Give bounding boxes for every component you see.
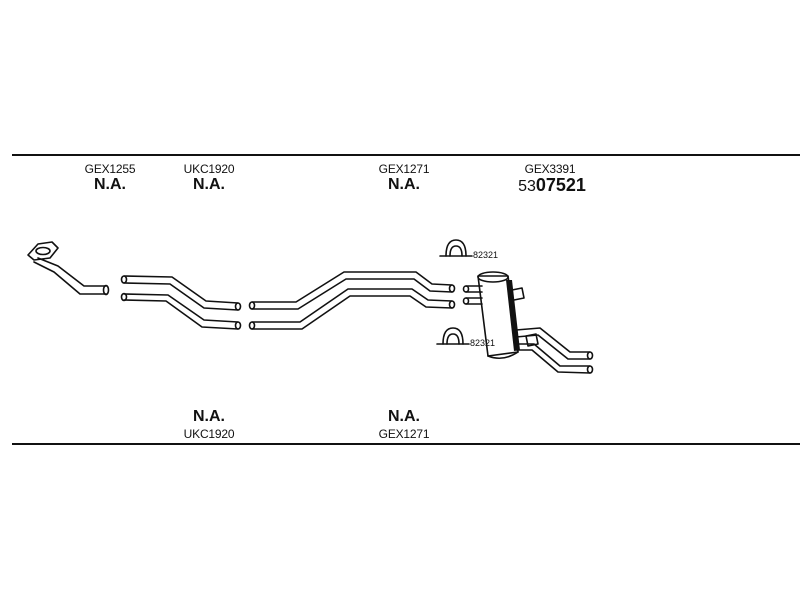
- silencer-shade: [506, 280, 520, 351]
- status-intermediate-pipe-left: N.A.: [193, 176, 225, 193]
- center-pipe-end-lower-left: [248, 321, 256, 330]
- silencer-rear-cap: [487, 351, 519, 360]
- part-code-rear-silencer: GEX3391: [524, 162, 576, 176]
- left-pipe-upper-a: [123, 275, 239, 304]
- clamp-upper-shape: [445, 239, 467, 257]
- front-pipe-tube-upper: [37, 257, 107, 287]
- silencer-front-cap: [477, 271, 509, 283]
- left-pipe-lower-a: [123, 293, 239, 323]
- clamp-lower: [436, 327, 470, 345]
- silencer-tailpipe-lower: [515, 343, 591, 367]
- status-front-pipe: N.A.: [94, 176, 126, 193]
- center-pipe-lower-b: [251, 295, 453, 330]
- silencer-hanger: [511, 287, 525, 301]
- top-divider: [12, 154, 800, 156]
- silencer-inlet-lower: [465, 297, 483, 305]
- front-pipe-flange-hole: [35, 246, 51, 256]
- rear-silencer: [462, 271, 594, 374]
- clamp-upper-inner: [449, 245, 463, 257]
- part-number-main: 07521: [535, 175, 586, 195]
- left-pipe-end-lower-right: [234, 321, 242, 330]
- silencer-inlet-end-lower: [462, 297, 470, 305]
- center-pipe-upper-b: [251, 278, 453, 310]
- clamp-label-upper: 82321: [473, 250, 499, 260]
- silencer-bracket: [525, 333, 539, 347]
- silencer-tailpipe-end-upper: [586, 351, 594, 360]
- status-intermediate-pipe-center: N.A.: [388, 176, 420, 193]
- clamp-label-lower: 82321: [470, 338, 496, 348]
- silencer-inlet-end-upper: [462, 285, 470, 293]
- status-intermediate-pipe-center-lower: N.A.: [388, 408, 420, 425]
- center-pipe-lower-a: [251, 288, 453, 323]
- part-number-prefix: 53: [518, 178, 536, 195]
- part-code-intermediate-pipe-left-lower: UKC1920: [183, 427, 235, 441]
- left-pipe-upper-b: [123, 282, 239, 311]
- front-pipe-end: [102, 284, 110, 296]
- silencer-tailpipe-end-lower: [586, 365, 594, 374]
- center-pipe-upper-a: [251, 271, 453, 303]
- silencer-tailpipe-upper: [515, 327, 591, 353]
- part-code-front-pipe: GEX1255: [84, 162, 136, 176]
- part-code-intermediate-pipe-center-lower: GEX1271: [378, 427, 430, 441]
- front-pipe: [27, 241, 110, 296]
- front-pipe-flange: [27, 241, 59, 261]
- center-pipe-end-upper-right: [448, 284, 456, 293]
- clamp-lower-inner: [446, 333, 460, 345]
- center-pipe-end-upper-left: [248, 301, 256, 310]
- left-pipe-lower-b: [123, 299, 239, 330]
- silencer-tailpipe-lower-b: [515, 349, 591, 374]
- front-pipe-tube-lower: [33, 261, 107, 295]
- bottom-divider: [12, 443, 800, 445]
- clamp-lower-shape: [442, 327, 464, 345]
- center-pipe-end-lower-right: [448, 300, 456, 309]
- part-code-intermediate-pipe-left: UKC1920: [183, 162, 235, 176]
- intermediate-pipe-left: [120, 275, 242, 330]
- part-number-rear-silencer: 5307521: [518, 175, 586, 196]
- clamp-upper: [439, 239, 473, 257]
- left-pipe-end-upper-right: [234, 302, 242, 311]
- left-pipe-end-upper-left: [120, 275, 128, 284]
- part-code-intermediate-pipe-center: GEX1271: [378, 162, 430, 176]
- left-pipe-end-lower-left: [120, 292, 128, 302]
- status-intermediate-pipe-left-lower: N.A.: [193, 408, 225, 425]
- intermediate-pipe-center: [248, 271, 456, 330]
